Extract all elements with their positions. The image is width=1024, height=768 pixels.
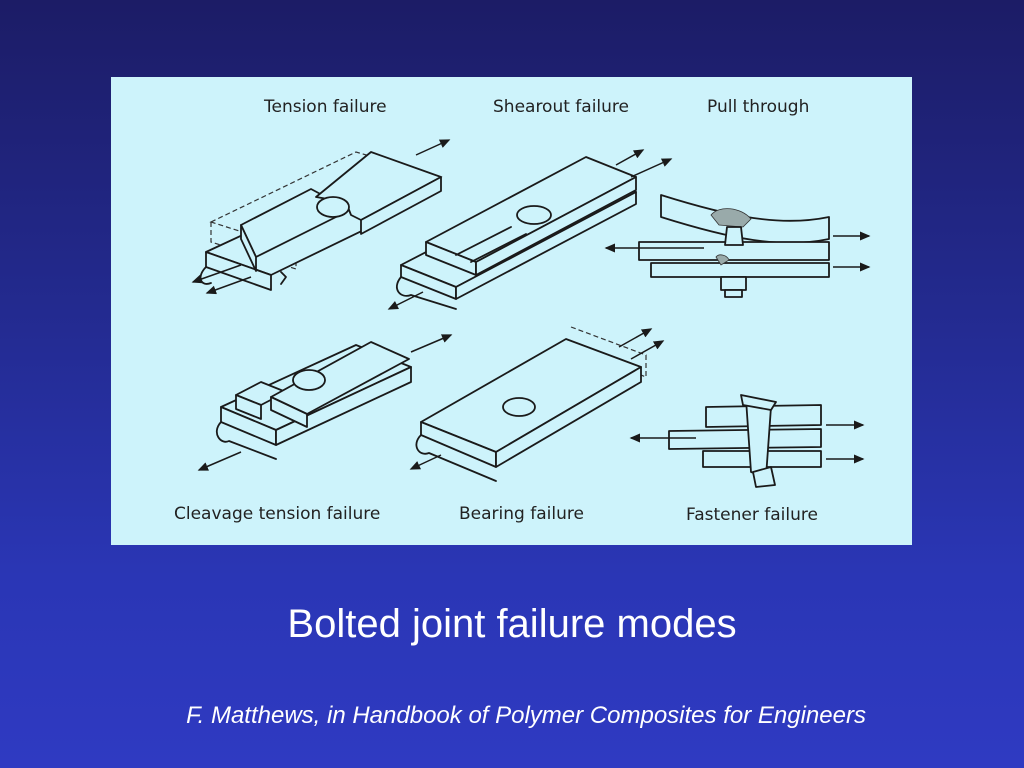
pull-through-label: Pull through <box>707 97 810 117</box>
bearing-failure-label: Bearing failure <box>459 504 584 524</box>
shearout-failure-label: Shearout failure <box>493 97 629 117</box>
tension-failure-diagram <box>191 139 451 295</box>
fastener-failure-label: Fastener failure <box>686 505 818 525</box>
pull-through-diagram <box>604 194 871 298</box>
cleavage-tension-failure-label: Cleavage tension failure <box>174 504 381 524</box>
slide-title: Bolted joint failure modes <box>287 602 737 646</box>
tension-failure-label: Tension failure <box>264 97 387 117</box>
fastener-failure-diagram <box>629 394 865 488</box>
failure-modes-drawing <box>191 139 871 488</box>
failure-modes-figure: Tension failure Shearout failure Pull th… <box>111 77 912 545</box>
bearing-failure-diagram <box>409 326 665 482</box>
shearout-failure-diagram <box>387 149 673 310</box>
citation: F. Matthews, in Handbook of Polymer Comp… <box>186 702 866 729</box>
cleavage-tension-failure-diagram <box>197 334 453 471</box>
